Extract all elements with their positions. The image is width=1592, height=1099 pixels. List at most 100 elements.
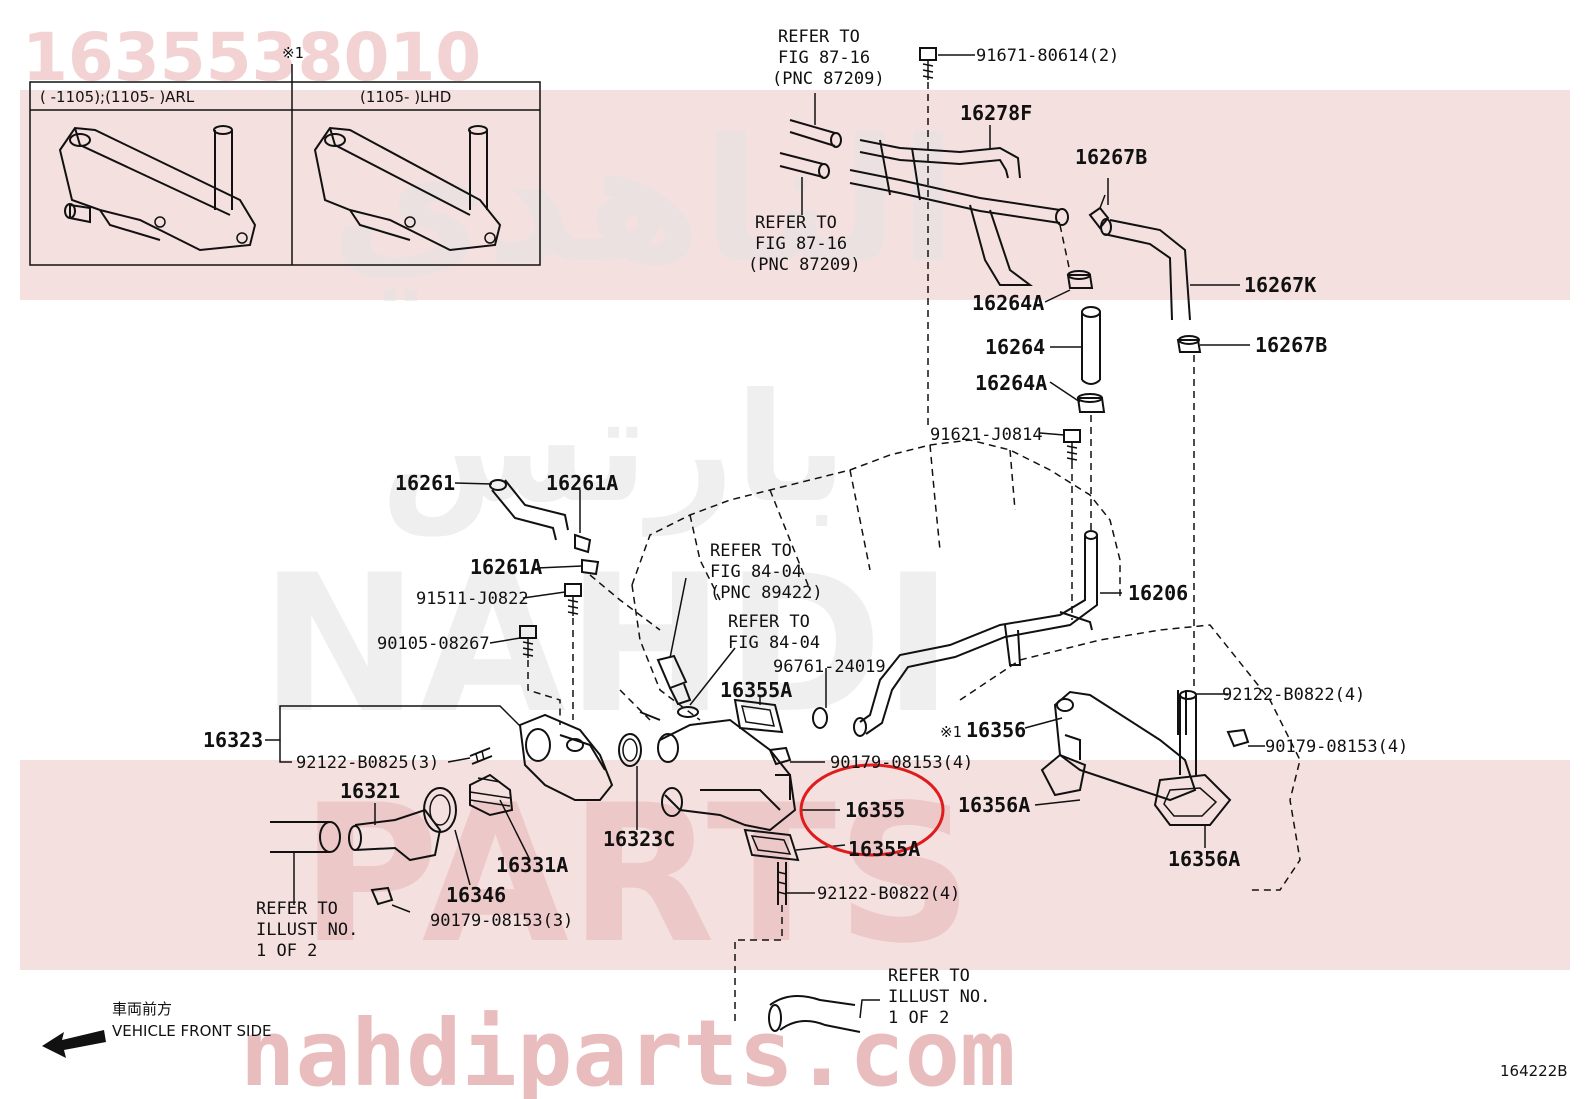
part-16323C-gasket	[618, 733, 642, 767]
refer-note-1-line3: (PNC 87209)	[772, 69, 885, 89]
stud-92122-b0822-right	[1177, 690, 1187, 735]
inset-box: ※1 ( -1105);(1105- )ARL (1105- )LHD	[29, 44, 541, 266]
label-16331A: 16331A	[496, 853, 568, 877]
refer-note-2-line2: FIG 87-16	[755, 234, 847, 254]
label-96761-24019: 96761-24019	[773, 657, 886, 677]
watermark-latin-nahdi: NAHDI	[260, 534, 953, 755]
refer-note-6: REFER TO ILLUST NO. 1 OF 2	[888, 966, 990, 1028]
watermark-arabic-top: الناهدي	[330, 103, 957, 301]
part-16264A-clamp-2	[1076, 393, 1106, 413]
part-16278F-pipe	[849, 139, 1069, 286]
refer-note-5: REFER TO ILLUST NO. 1 OF 2	[256, 899, 358, 961]
highlight-circle	[799, 763, 945, 857]
inset-col1-heading: ( -1105);(1105- )ARL	[40, 88, 195, 106]
refer-note-1: REFER TO FIG 87-16 (PNC 87209)	[772, 27, 885, 89]
figure-code: 164222B	[1500, 1062, 1568, 1080]
refer-note-3-line3: (PNC 89422)	[710, 583, 823, 603]
label-16264A-1: 16264A	[972, 291, 1044, 315]
inset-col2-heading: (1105- )LHD	[360, 88, 451, 106]
refer-note-6-line3: 1 OF 2	[888, 1008, 949, 1028]
stud-92122-b0825	[469, 747, 493, 765]
nut-90179-08153-4-center	[768, 746, 792, 766]
label-16206: 16206	[1128, 581, 1188, 605]
leader-lines	[265, 54, 1265, 1019]
refer-note-2-line1: REFER TO	[755, 213, 837, 233]
bolt-91621	[1063, 429, 1081, 462]
refer-note-3-line2: FIG 84-04	[710, 562, 802, 582]
refer-note-2: REFER TO FIG 87-16 (PNC 87209)	[748, 213, 861, 275]
part-16264A-clamp-1	[1066, 270, 1094, 289]
label-16261: 16261	[395, 471, 455, 495]
part-16264-hose	[1081, 306, 1101, 385]
dashed-leaders	[527, 82, 1195, 1025]
refer-note-2-line3: (PNC 87209)	[748, 255, 861, 275]
ref-bottom-hose	[768, 995, 861, 1033]
label-16264: 16264	[985, 335, 1045, 359]
part-16261-hose	[489, 479, 569, 541]
label-91671-80614: 91671-80614(2)	[976, 46, 1119, 66]
label-91511-J0822: 91511-J0822	[416, 589, 529, 609]
refer-note-4-line2: FIG 84-04	[728, 633, 820, 653]
ref-hose-stubs	[779, 119, 842, 179]
refer-note-4-line1: REFER TO	[728, 612, 810, 632]
label-91621-J0814: 91621-J0814	[930, 425, 1043, 445]
front-direction-indicator: 車両前方 VEHICLE FRONT SIDE	[42, 1000, 272, 1058]
part-16355-water-outlet	[639, 711, 797, 832]
label-90179-08153-4-right: 90179-08153(4)	[1265, 737, 1408, 757]
nut-90179-08153-3	[370, 886, 394, 906]
label-16356A-1: 16356A	[958, 793, 1030, 817]
refer-note-5-line2: ILLUST NO.	[256, 920, 358, 940]
watermark-part-number: 1635538010	[22, 19, 481, 96]
label-92122-B0822-right: 92122-B0822(4)	[1222, 685, 1365, 705]
refer-note-3: REFER TO FIG 84-04 (PNC 89422)	[710, 541, 823, 603]
label-16355A-1: 16355A	[720, 678, 792, 702]
label-92122-B0825: 92122-B0825(3)	[296, 753, 439, 773]
inset-border	[29, 81, 541, 266]
part-labels: 91671-80614(2) 16278F 16267B 16267K 1626…	[203, 46, 1408, 931]
label-92122-B0822-center: 92122-B0822(4)	[817, 884, 960, 904]
inset-note-mark: ※1	[282, 44, 304, 62]
label-16267K: 16267K	[1244, 273, 1316, 297]
refer-note-3-line1: REFER TO	[710, 541, 792, 561]
front-label-en: VEHICLE FRONT SIDE	[112, 1022, 272, 1040]
label-16278F: 16278F	[960, 101, 1032, 125]
label-16323C: 16323C	[603, 827, 675, 851]
part-16267B-clamp-1	[1088, 194, 1110, 230]
label-16356A-2: 16356A	[1168, 847, 1240, 871]
refer-note-1-line2: FIG 87-16	[778, 48, 870, 68]
label-16261A-1: 16261A	[546, 471, 618, 495]
inset-water-outlet-lhd	[313, 125, 502, 252]
stud-92122-b0822-center	[777, 862, 787, 905]
watermark: الناهدي بارتس NAHDI PARTS 1635538010 nah…	[20, 19, 1570, 1099]
part-16323-thermostat-housing	[518, 713, 614, 801]
label-16323: 16323	[203, 728, 263, 752]
refer-note-4: REFER TO FIG 84-04	[728, 612, 820, 653]
intake-manifold-outline	[631, 439, 1301, 891]
part-16261A-clamp-1	[574, 533, 592, 554]
label-16355: 16355	[845, 798, 905, 822]
washer-sensor	[677, 706, 699, 718]
refer-note-6-line1: REFER TO	[888, 966, 970, 986]
part-16355A-gasket-1	[733, 698, 784, 734]
bolt-90105	[519, 625, 537, 658]
label-16267B-2: 16267B	[1255, 333, 1327, 357]
label-16321: 16321	[340, 779, 400, 803]
label-16356: 16356	[966, 718, 1026, 742]
label-16267B-1: 16267B	[1075, 145, 1147, 169]
label-16355A-2: 16355A	[848, 837, 920, 861]
nut-90179-08153-4-right	[1226, 728, 1250, 748]
watermark-arabic-mid: بارتس	[380, 362, 847, 537]
part-16355A-gasket-2	[743, 828, 800, 862]
part-16356A-gasket-2	[1153, 773, 1232, 826]
inset-water-outlet-arl	[58, 125, 257, 252]
arrow-left-icon	[42, 1030, 106, 1058]
front-label-jp: 車両前方	[112, 1000, 172, 1018]
label-90105-08267: 90105-08267	[377, 634, 490, 654]
part-16267B-clamp-2	[1176, 335, 1202, 353]
part-16206-pipe	[853, 530, 1098, 737]
part-16356A-gasket-1	[1040, 753, 1087, 797]
refer-note-6-line2: ILLUST NO.	[888, 987, 990, 1007]
refer-note-1-line1: REFER TO	[778, 27, 860, 47]
label-90179-08153-3: 90179-08153(3)	[430, 911, 573, 931]
